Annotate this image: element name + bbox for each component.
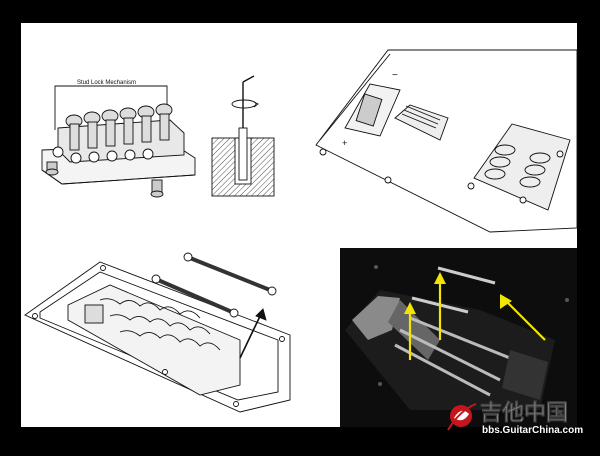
cover-plate-inner — [39, 271, 279, 401]
photo-screws — [374, 265, 569, 386]
loose-spring-lower — [151, 274, 239, 318]
callout-bracket — [54, 85, 168, 130]
rear-screws — [319, 148, 564, 204]
cavity-springs — [484, 144, 551, 188]
claw-plate — [355, 93, 383, 127]
photo-panel — [340, 248, 577, 427]
saddle-row — [65, 103, 173, 151]
rotation-arrow-icon — [231, 99, 257, 109]
spring-cavity-diagram — [24, 252, 291, 413]
callout-label: Stud Lock Mechanism — [77, 80, 136, 86]
stud-posts — [45, 161, 164, 198]
installed-springs — [99, 298, 221, 351]
body-rear-inner-edge — [319, 53, 391, 141]
photo-trem-block — [502, 350, 548, 400]
fine-tuner-screws — [52, 146, 154, 164]
guitarchina-logo-icon — [447, 403, 477, 431]
hex-key — [242, 75, 255, 128]
plate-screws — [32, 265, 285, 407]
watermark-url: bbs.GuitarChina.com — [482, 425, 583, 436]
watermark-chinese: 吉他中国 — [480, 400, 568, 426]
minus-icon: − — [392, 70, 398, 81]
guitarchina-watermark: 吉他中国 bbs.GuitarChina.com — [447, 400, 583, 436]
bridge-stud-lock-diagram: Stud Lock Mechanism — [41, 80, 196, 198]
stud — [238, 127, 248, 181]
photo-claw — [352, 296, 400, 340]
rotation-arrow-head-icon — [253, 101, 259, 108]
stud-hex-key-diagram — [211, 75, 275, 197]
adjuster-coil — [401, 105, 441, 129]
photo-yellow-arrows — [408, 280, 546, 360]
plus-icon: + — [342, 138, 347, 148]
loose-spring-upper — [183, 252, 277, 296]
install-arrow — [239, 311, 263, 359]
cavity-recess — [67, 284, 241, 396]
install-arrow-head-icon — [255, 308, 267, 321]
rear-cavity-diagram: − + — [315, 49, 578, 233]
photo-yellow-arrowheads-icon — [404, 272, 512, 314]
claw-block — [84, 304, 104, 324]
